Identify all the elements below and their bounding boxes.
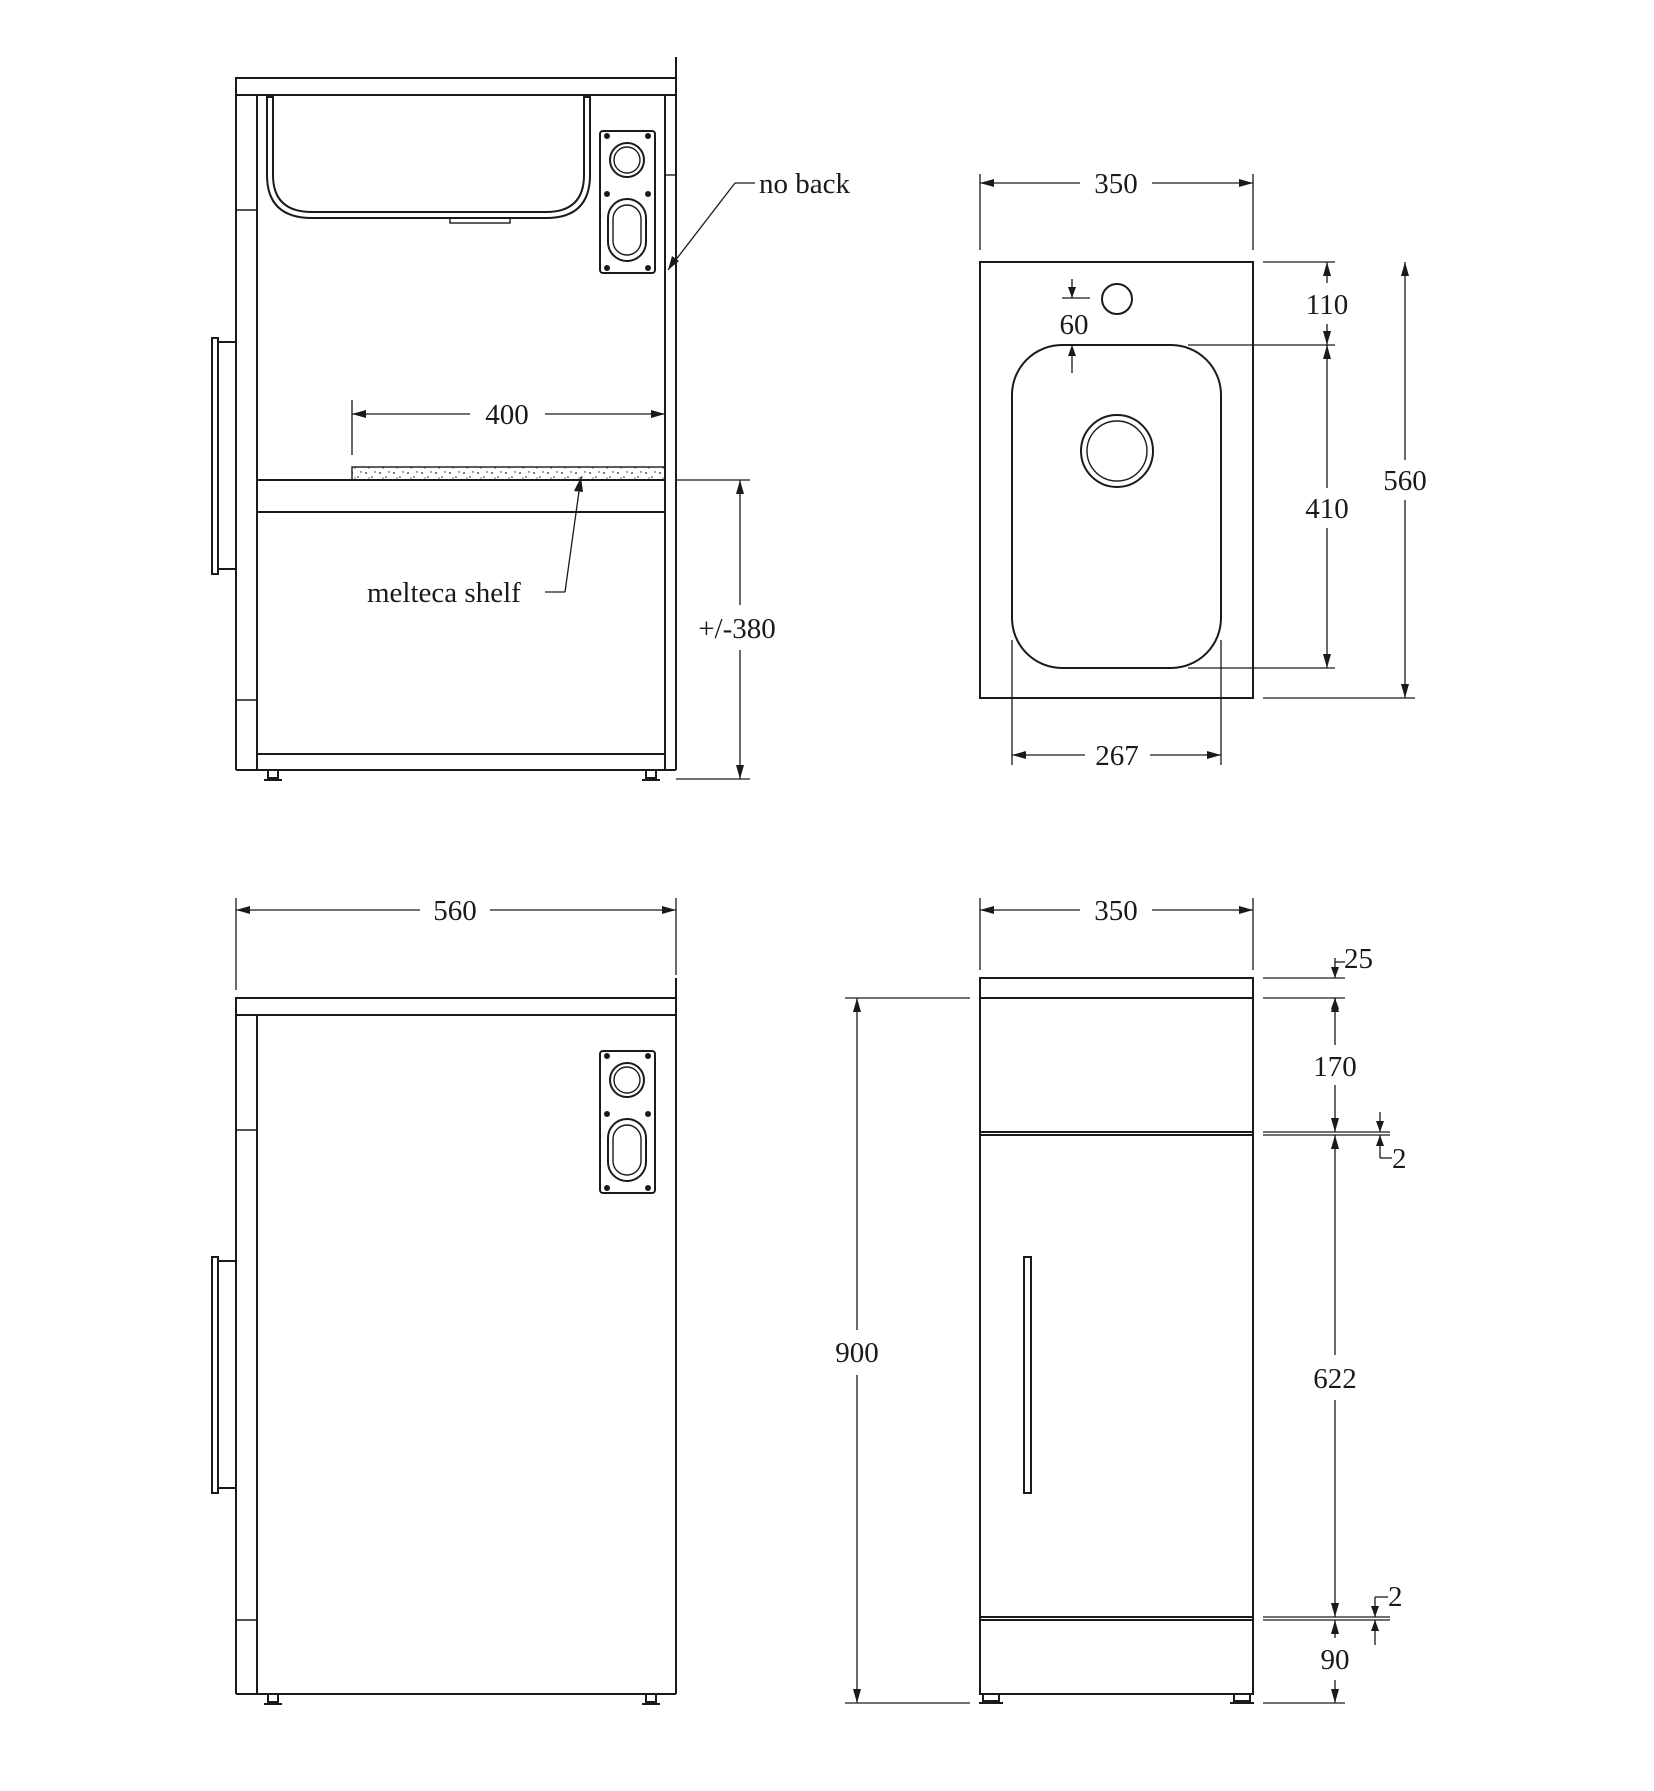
dim-overall-height-label: 900 (835, 1337, 879, 1369)
dim-top-panel: 170 (1313, 998, 1357, 1132)
dim-gap-upper: 2 (1376, 1112, 1407, 1175)
front-elevation-view: 350 900 25 (835, 895, 1407, 1704)
dim-side-width-label: 560 (433, 895, 477, 927)
dim-plan-width-label: 350 (1094, 168, 1138, 200)
dim-bowl-width-label: 267 (1095, 740, 1139, 772)
note-melteca-shelf: melteca shelf (367, 476, 583, 609)
dim-gap-upper-label: 2 (1392, 1143, 1407, 1175)
dim-bowl-width: 267 (1011, 640, 1222, 772)
dim-plan-width: 350 (979, 168, 1254, 250)
dim-benchtop-thickness: 25 (1331, 943, 1373, 1010)
dim-plinth-height-label: 90 (1321, 1644, 1350, 1676)
dim-tap-offset-label: 60 (1060, 309, 1089, 341)
dim-shelf-height: +/-380 (676, 479, 776, 780)
waste-outlet-plate (599, 130, 656, 274)
door-handle (1023, 1256, 1032, 1494)
waste-outlet (1080, 414, 1154, 488)
dim-gap-lower-label: 2 (1388, 1581, 1403, 1613)
melteca-shelf (351, 466, 666, 481)
dim-tap-offset: 60 (1060, 279, 1090, 373)
plan-view: 350 60 267 (979, 168, 1427, 772)
dim-overall-height: 900 (835, 997, 970, 1704)
note-no-back-label: no back (759, 168, 850, 200)
dim-shelf-depth: 400 (351, 399, 666, 455)
dim-bowl-front-label: 110 (1306, 289, 1348, 321)
dim-front-width-label: 350 (1094, 895, 1138, 927)
sink-bowl-section (266, 96, 591, 219)
sink-bowl-plan (1011, 344, 1222, 669)
drawer-handle-side (211, 1256, 236, 1494)
dim-bowl-length-chain: 110 410 (1188, 261, 1349, 669)
dim-side-width: 560 (235, 895, 677, 990)
side-elevation-view: 560 (211, 895, 677, 1705)
note-melteca-shelf-label: melteca shelf (367, 577, 521, 609)
side-section-view: 400 +/-380 no back melteca shelf (211, 57, 850, 781)
tap-hole (1101, 283, 1133, 315)
waste-outlet-plate (599, 1050, 656, 1194)
dim-plan-depth-label: 560 (1383, 465, 1427, 497)
note-no-back: no back (667, 168, 850, 271)
dim-door-height-label: 622 (1313, 1363, 1357, 1395)
dim-top-panel-label: 170 (1313, 1051, 1357, 1083)
drawer-handle-side (211, 337, 236, 575)
dim-door-height: 622 (1313, 1135, 1357, 1617)
dim-shelf-height-label: +/-380 (698, 613, 776, 645)
dim-gap-lower: 2 (1371, 1581, 1403, 1645)
dim-plinth-height: 90 (1321, 1620, 1350, 1703)
dim-bowl-length-label: 410 (1305, 493, 1349, 525)
dim-shelf-depth-label: 400 (485, 399, 529, 431)
dim-benchtop-thickness-label: 25 (1344, 943, 1373, 975)
dim-plan-depth: 560 (1263, 262, 1427, 699)
dim-front-width: 350 (979, 895, 1254, 970)
